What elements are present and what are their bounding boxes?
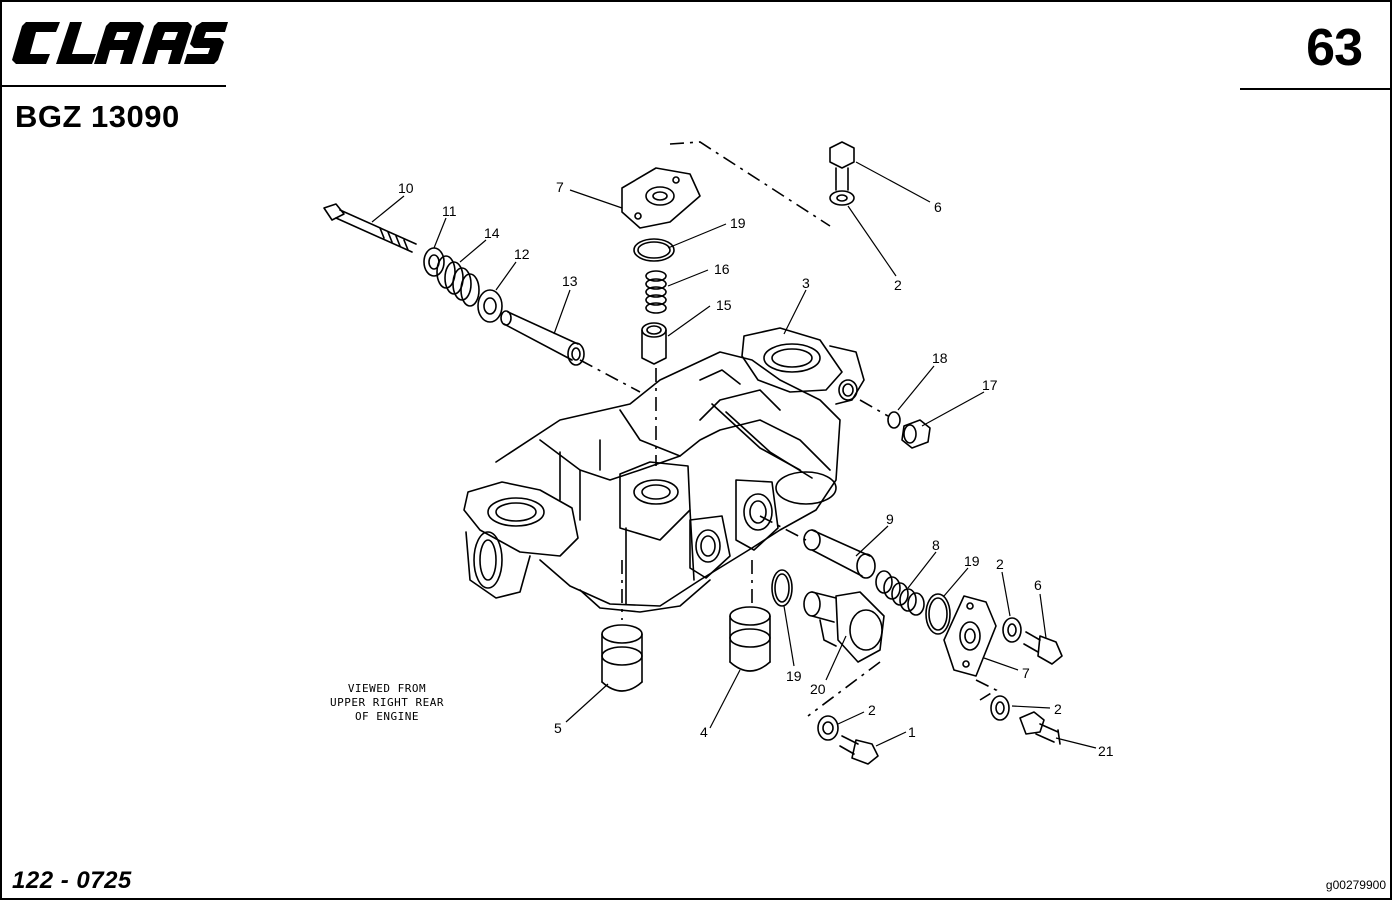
part-14-spring xyxy=(436,255,480,307)
part-8-spring xyxy=(875,570,925,616)
callout-10: 10 xyxy=(398,180,414,196)
assembly-line-3 xyxy=(669,141,831,227)
part-2-washer-right xyxy=(1002,617,1022,643)
leader-16 xyxy=(667,269,709,287)
leader-2a xyxy=(847,205,897,277)
assembly-line-1 xyxy=(579,359,641,393)
housing-3-body xyxy=(463,327,865,613)
leader-5 xyxy=(565,683,609,723)
assembly-line-9 xyxy=(975,679,998,701)
part-19-o-ring-right xyxy=(925,593,951,635)
part-5-filter xyxy=(601,624,643,692)
callout-6-right: 6 xyxy=(1034,577,1042,593)
image-code: g00279900 xyxy=(1325,878,1386,892)
part-2-washer-right-lower xyxy=(990,695,1010,721)
part-15-valve xyxy=(641,322,667,365)
part-19-o-ring-top xyxy=(633,238,675,262)
part-9-valve xyxy=(803,529,876,579)
callout-4: 4 xyxy=(700,724,708,740)
leader-6a xyxy=(855,161,931,203)
part-20-sender xyxy=(803,591,885,663)
leader-19a xyxy=(667,223,727,249)
part-4-filter xyxy=(729,606,771,672)
leader-6b xyxy=(1039,593,1047,639)
callout-19-lower: 19 xyxy=(786,668,802,684)
leader-17 xyxy=(921,391,985,427)
leader-7a xyxy=(569,189,623,209)
leader-4 xyxy=(709,669,741,729)
leader-21 xyxy=(1055,737,1097,749)
part-1-bolt xyxy=(839,735,879,765)
leader-3 xyxy=(783,289,807,335)
callout-15: 15 xyxy=(716,297,732,313)
leader-14 xyxy=(459,239,487,263)
assembly-line-4 xyxy=(859,399,889,417)
leader-15 xyxy=(667,305,711,337)
callout-2-right: 2 xyxy=(996,556,1004,572)
callout-2-top: 2 xyxy=(894,277,902,293)
document-code: BGZ 13090 xyxy=(15,99,180,134)
callout-8: 8 xyxy=(932,537,940,553)
leader-12 xyxy=(495,261,517,291)
callout-7-right: 7 xyxy=(1022,665,1030,681)
part-10-long-bolt xyxy=(323,203,417,253)
view-note: VIEWED FROM UPPER RIGHT REAR OF ENGINE xyxy=(330,682,444,723)
part-7-cover-right xyxy=(943,595,997,677)
leader-19b xyxy=(943,567,969,597)
part-2-washer-lower xyxy=(817,715,839,741)
leader-2c xyxy=(837,711,865,725)
leader-2d xyxy=(1011,705,1051,709)
part-7-cover-top xyxy=(621,167,701,229)
callout-5: 5 xyxy=(554,720,562,736)
leader-1 xyxy=(875,731,907,747)
leader-2b xyxy=(1001,571,1011,617)
callout-12: 12 xyxy=(514,246,530,262)
callout-6-top: 6 xyxy=(934,199,942,215)
assembly-line-5 xyxy=(759,515,807,541)
callout-3: 3 xyxy=(802,275,810,291)
part-13-sleeve xyxy=(500,310,585,366)
leader-11 xyxy=(433,217,447,249)
callout-2-lower: 2 xyxy=(868,702,876,718)
callout-14: 14 xyxy=(484,225,500,241)
callout-19-right: 19 xyxy=(964,553,980,569)
callout-19-top: 19 xyxy=(730,215,746,231)
part-19-o-ring-lower xyxy=(771,569,793,607)
part-16-spring xyxy=(645,270,667,314)
leader-13 xyxy=(553,289,571,335)
part-12-washer xyxy=(477,289,503,323)
callout-16: 16 xyxy=(714,261,730,277)
leader-7b xyxy=(983,657,1019,671)
leader-18 xyxy=(897,365,935,411)
callout-11: 11 xyxy=(442,203,457,219)
part-6-bolt-right xyxy=(1023,631,1063,665)
leader-19c xyxy=(783,605,795,667)
callout-18: 18 xyxy=(932,350,948,366)
leader-9 xyxy=(855,525,889,557)
callout-20: 20 xyxy=(810,681,826,697)
reference-code: 122 - 0725 xyxy=(12,867,132,894)
header-rule-left xyxy=(0,85,226,87)
leader-20 xyxy=(825,635,847,681)
leader-10 xyxy=(371,195,405,223)
header-rule-right xyxy=(1240,88,1392,90)
callout-2-right-lower: 2 xyxy=(1054,701,1062,717)
part-2-washer-top xyxy=(829,190,855,206)
part-11-washer xyxy=(423,247,445,277)
part-21-stud xyxy=(1019,711,1061,745)
part-6-bolt-top xyxy=(829,141,855,191)
callout-9: 9 xyxy=(886,511,894,527)
callout-1: 1 xyxy=(908,724,916,740)
page-number: 63 xyxy=(1306,19,1363,77)
callout-13: 13 xyxy=(562,273,578,289)
callout-17: 17 xyxy=(982,377,998,393)
callout-7-top: 7 xyxy=(556,179,564,195)
claas-logo xyxy=(12,22,228,64)
callout-21: 21 xyxy=(1098,743,1114,759)
part-17-plug xyxy=(901,419,931,449)
part-18-o-ring xyxy=(887,411,901,429)
leader-8 xyxy=(907,551,937,589)
